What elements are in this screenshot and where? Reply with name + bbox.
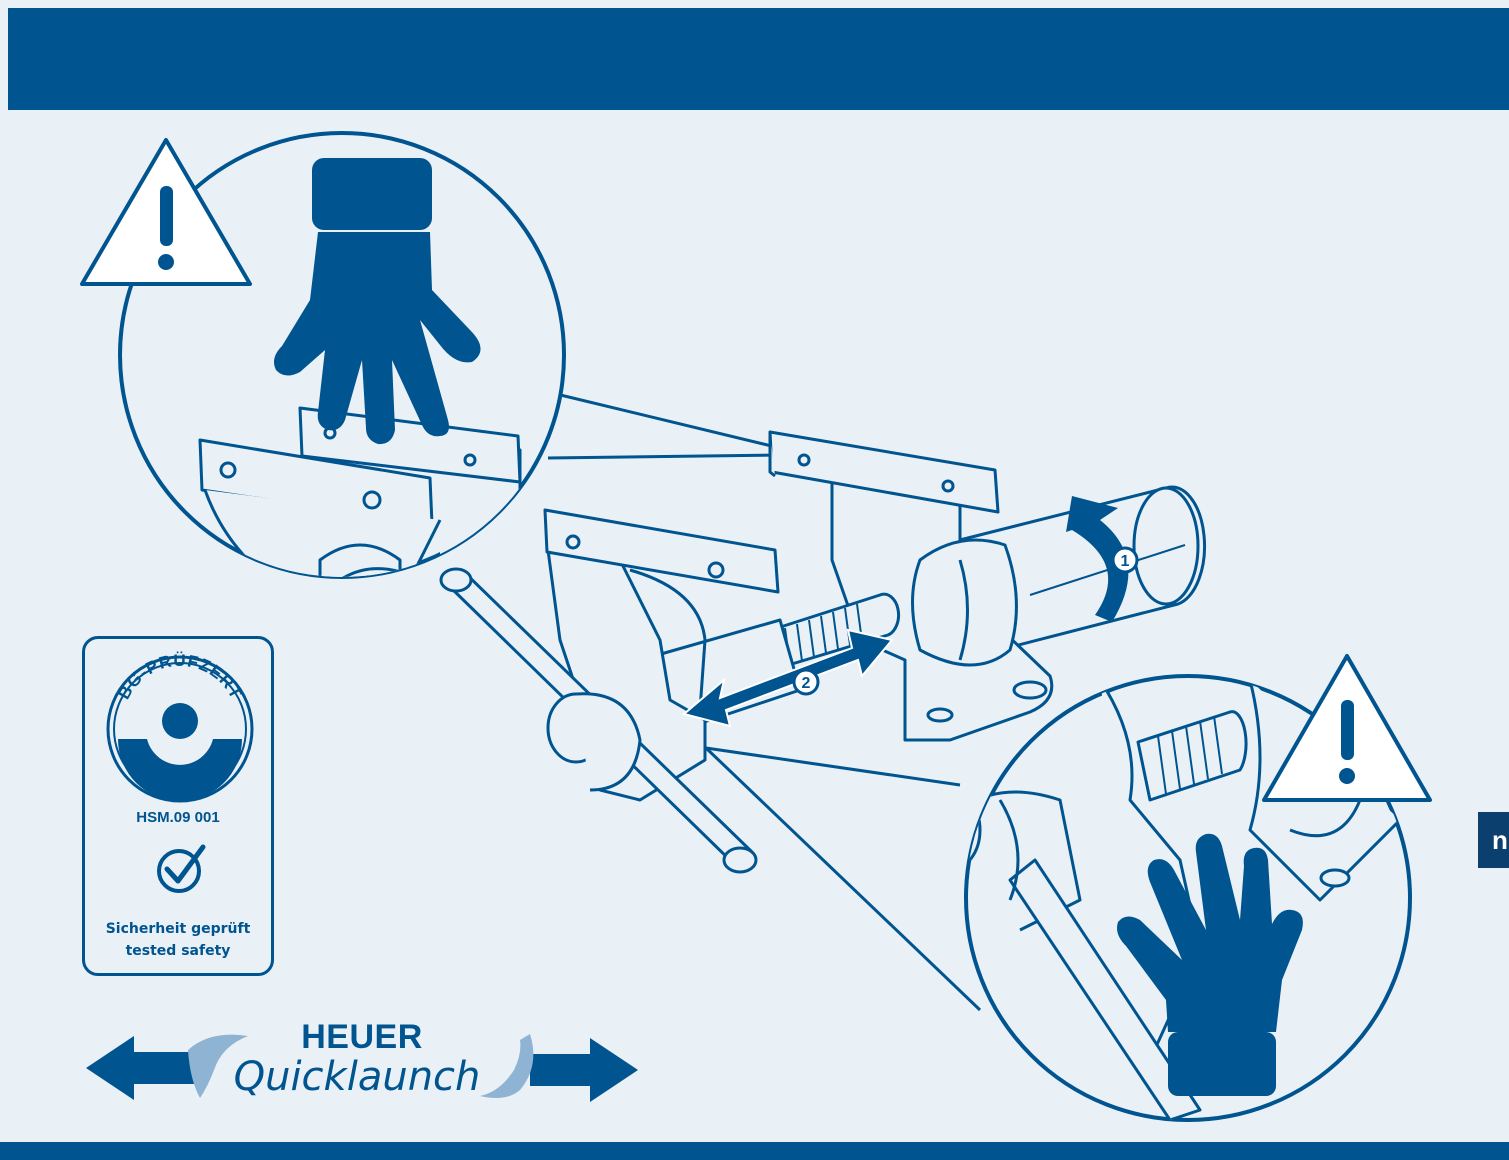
rotate-arrow-icon: 1 xyxy=(1066,496,1139,622)
certificate-line-en: tested safety xyxy=(125,943,231,959)
certificate-line-de: Sicherheit geprüft xyxy=(105,921,251,937)
warning-triangle-icon-right xyxy=(1262,654,1432,802)
gloved-hand-icon xyxy=(274,158,481,445)
bench-vise xyxy=(439,430,1207,874)
certificate-badge: BG-PRÜFZERT HSM.09 001 Sicherheit geprüf… xyxy=(82,636,274,976)
step-1-label: 1 xyxy=(1121,553,1130,570)
checkmark-circle-icon xyxy=(157,844,206,893)
gloved-hand-icon-bottom xyxy=(1117,833,1303,1096)
zoom-circle-top xyxy=(118,131,566,579)
heuer-logo-arrows xyxy=(86,1034,638,1102)
side-tab[interactable]: n xyxy=(1478,812,1509,868)
certificate-code: HSM.09 001 xyxy=(136,809,220,826)
zoom-pointer-lines xyxy=(547,390,982,1012)
warning-triangle-icon xyxy=(80,138,252,286)
brand-name: HEUER xyxy=(301,1018,423,1056)
top-banner xyxy=(8,8,1509,110)
side-tab-label: n xyxy=(1492,825,1508,855)
bg-pruefzert-seal: BG-PRÜFZERT xyxy=(106,651,254,803)
step-2-label: 2 xyxy=(802,675,811,692)
bottom-banner xyxy=(0,1142,1509,1160)
double-arrow-icon: 2 xyxy=(681,628,894,728)
brand-product: Quicklaunch xyxy=(233,1054,481,1100)
